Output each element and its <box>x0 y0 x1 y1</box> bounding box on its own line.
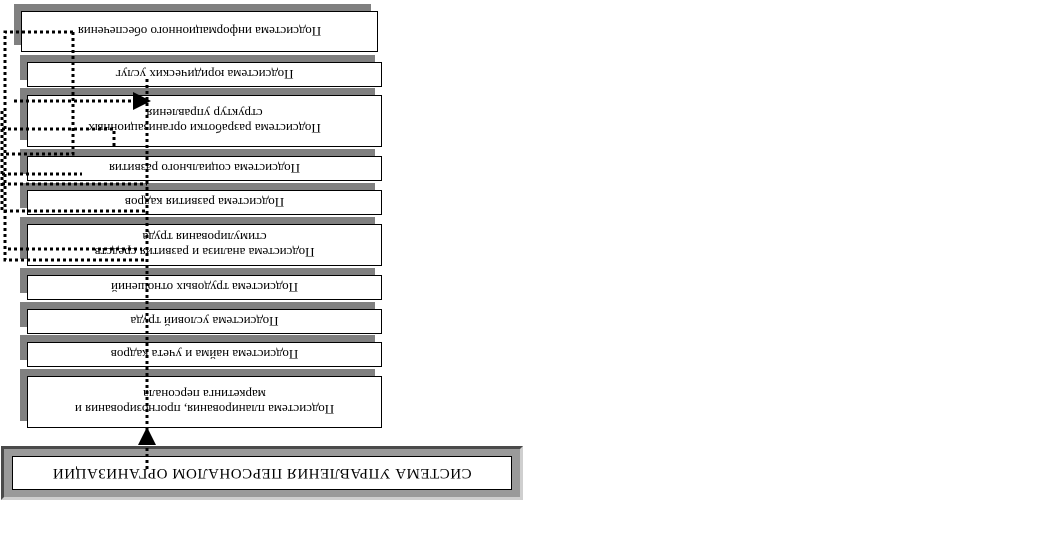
loop-info <box>3 32 147 262</box>
loop-org-structures <box>0 111 147 213</box>
loop-info-outer <box>3 30 142 251</box>
loop-org-arrow <box>2 127 116 149</box>
